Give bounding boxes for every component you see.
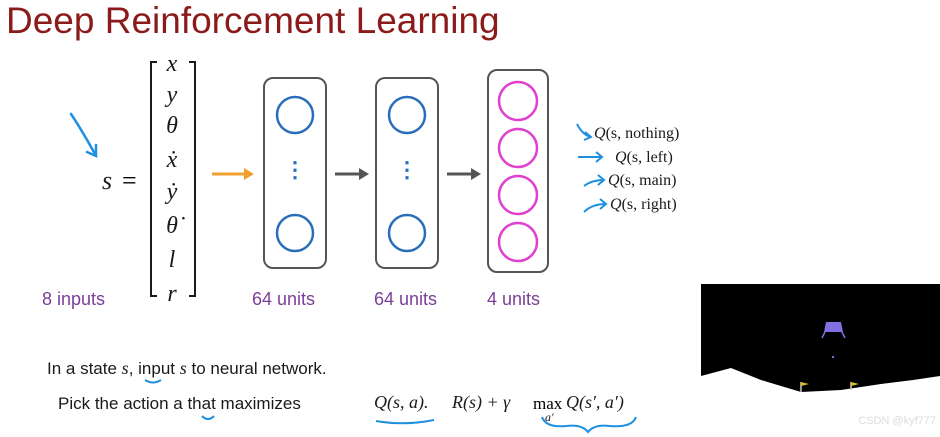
output-unit-icon — [497, 174, 539, 216]
state-component-x: x — [166, 51, 178, 77]
state-component-theta-dot: θ̇ — [166, 213, 178, 239]
flag-icon — [851, 382, 859, 386]
layer-arrow-icon — [447, 168, 481, 180]
hidden-unit-icon — [387, 213, 427, 253]
output-unit-icon — [497, 221, 539, 263]
layer-2-label: 64 units — [374, 289, 438, 309]
q-main-label: Q(s, main) — [608, 172, 677, 189]
equals-sign: = — [122, 166, 137, 195]
layer-1-label: 64 units — [252, 289, 316, 309]
state-component-x-dot: ẋ — [166, 147, 178, 173]
terrain-icon — [701, 368, 940, 437]
bellman-formula-part-2: Q(s′, a′) — [566, 392, 624, 412]
layer-arrow-icon — [335, 168, 369, 180]
state-symbol: s — [102, 166, 113, 195]
output-layer-label: 4 units — [487, 289, 541, 309]
q-nothing-label: Q(s, nothing) — [594, 125, 680, 142]
state-component-y-dot: ẏ — [166, 179, 178, 205]
sentence-state-input: In a state s, input s to neural network. — [47, 358, 327, 378]
hidden-unit-icon — [387, 95, 427, 135]
state-component-theta: θ — [166, 113, 178, 139]
output-unit-icon — [497, 80, 539, 122]
underline-annotation-icon — [144, 379, 162, 384]
lunar-lander-game-view: CSDN @kyf777 — [701, 284, 940, 437]
hidden-unit-icon — [275, 213, 315, 253]
hidden-layer-2: ⋮ — [375, 77, 439, 269]
q-sa-formula: Q(s, a). — [374, 392, 429, 412]
ellipsis-icon: ⋮ — [396, 157, 418, 182]
watermark: CSDN @kyf777 — [858, 415, 936, 427]
ellipsis-icon: ⋮ — [284, 157, 306, 182]
hidden-unit-icon — [275, 95, 315, 135]
hidden-layer-1: ⋮ — [263, 77, 327, 269]
flag-icon — [801, 382, 809, 386]
brace-annotation-icon — [541, 416, 637, 434]
vector-bracket-icon — [150, 61, 196, 297]
q-left-label: Q(s, left) — [615, 149, 673, 166]
max-operator: max — [533, 394, 563, 413]
underline-annotation-icon — [375, 419, 435, 425]
output-arrows-icon — [576, 123, 608, 213]
input-arrow-icon — [212, 168, 254, 180]
output-unit-icon — [497, 127, 539, 169]
bellman-formula-part-1: R(s) + γ — [452, 392, 511, 412]
underline-annotation-icon — [201, 415, 215, 420]
annotation-arrow-icon — [69, 112, 98, 158]
sentence-pick-action: Pick the action a that maximizes — [58, 394, 301, 413]
page-title: Deep Reinforcement Learning — [6, 0, 500, 41]
q-right-label: Q(s, right) — [610, 196, 677, 213]
state-component-y: y — [166, 82, 178, 108]
inputs-label: 8 inputs — [42, 289, 106, 309]
output-layer — [487, 69, 549, 273]
state-component-l: l — [168, 247, 176, 273]
max-subscript: a′ — [545, 410, 554, 424]
state-component-r: r — [167, 281, 177, 307]
lander-icon — [824, 322, 843, 332]
